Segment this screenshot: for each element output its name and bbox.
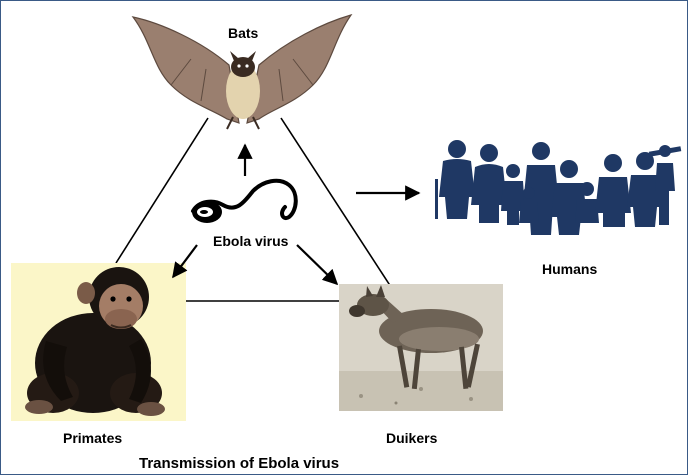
line-bats-to-primates (116, 118, 208, 263)
ebola-virus-label: Ebola virus (213, 233, 288, 249)
bats-label: Bats (228, 25, 258, 41)
primates-label: Primates (63, 430, 122, 446)
ebola-virus-icon (192, 181, 296, 223)
duikers-label: Duikers (386, 430, 437, 446)
arrow-virus-to-duikers (297, 245, 337, 284)
humans-label: Humans (542, 261, 597, 277)
primates-image (11, 263, 186, 421)
humans-image (435, 140, 681, 235)
diagram-title: Transmission of Ebola virus (139, 455, 339, 472)
duikers-image (339, 284, 503, 411)
